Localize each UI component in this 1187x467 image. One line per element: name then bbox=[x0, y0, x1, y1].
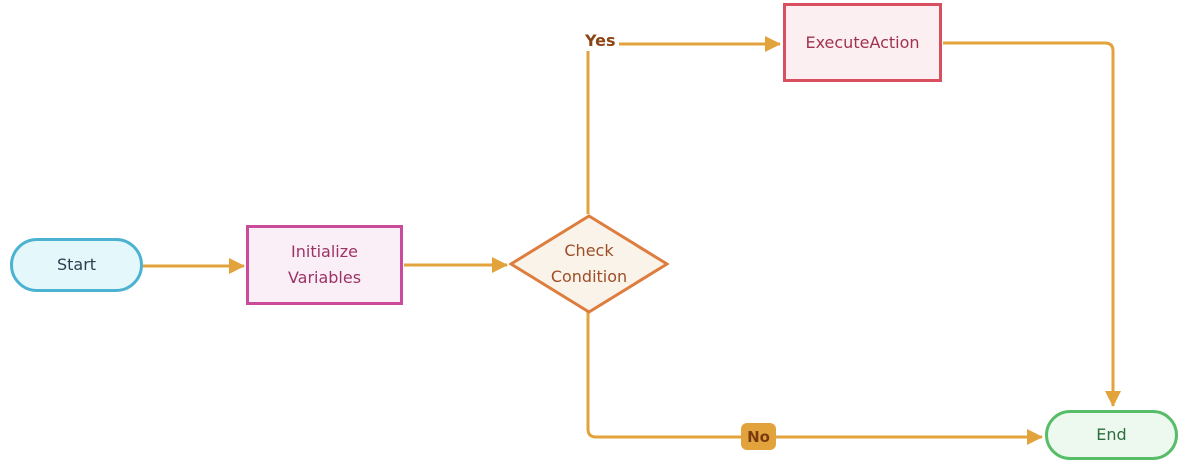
node-end: End bbox=[1045, 410, 1178, 460]
node-execute-action: ExecuteAction bbox=[783, 3, 942, 82]
node-initialize-variables-label: Initialize Variables bbox=[287, 242, 362, 287]
node-execute-action-label: ExecuteAction bbox=[805, 32, 920, 52]
edge-label-yes: Yes bbox=[582, 31, 619, 51]
edge-condition-to-execute-yes bbox=[586, 36, 781, 214]
edge-condition-to-end-no bbox=[586, 312, 1043, 445]
node-start-label: Start bbox=[56, 255, 97, 274]
node-check-condition: Check Condition bbox=[508, 214, 670, 314]
diamond-shape bbox=[508, 214, 670, 314]
node-initialize-variables: Initialize Variables bbox=[246, 225, 403, 305]
node-check-condition-label: Check Condition bbox=[550, 241, 628, 286]
node-start: Start bbox=[10, 238, 143, 292]
edge-execute-to-end bbox=[943, 41, 1121, 407]
node-end-label: End bbox=[1096, 425, 1127, 444]
edge-label-no: No bbox=[741, 423, 776, 450]
